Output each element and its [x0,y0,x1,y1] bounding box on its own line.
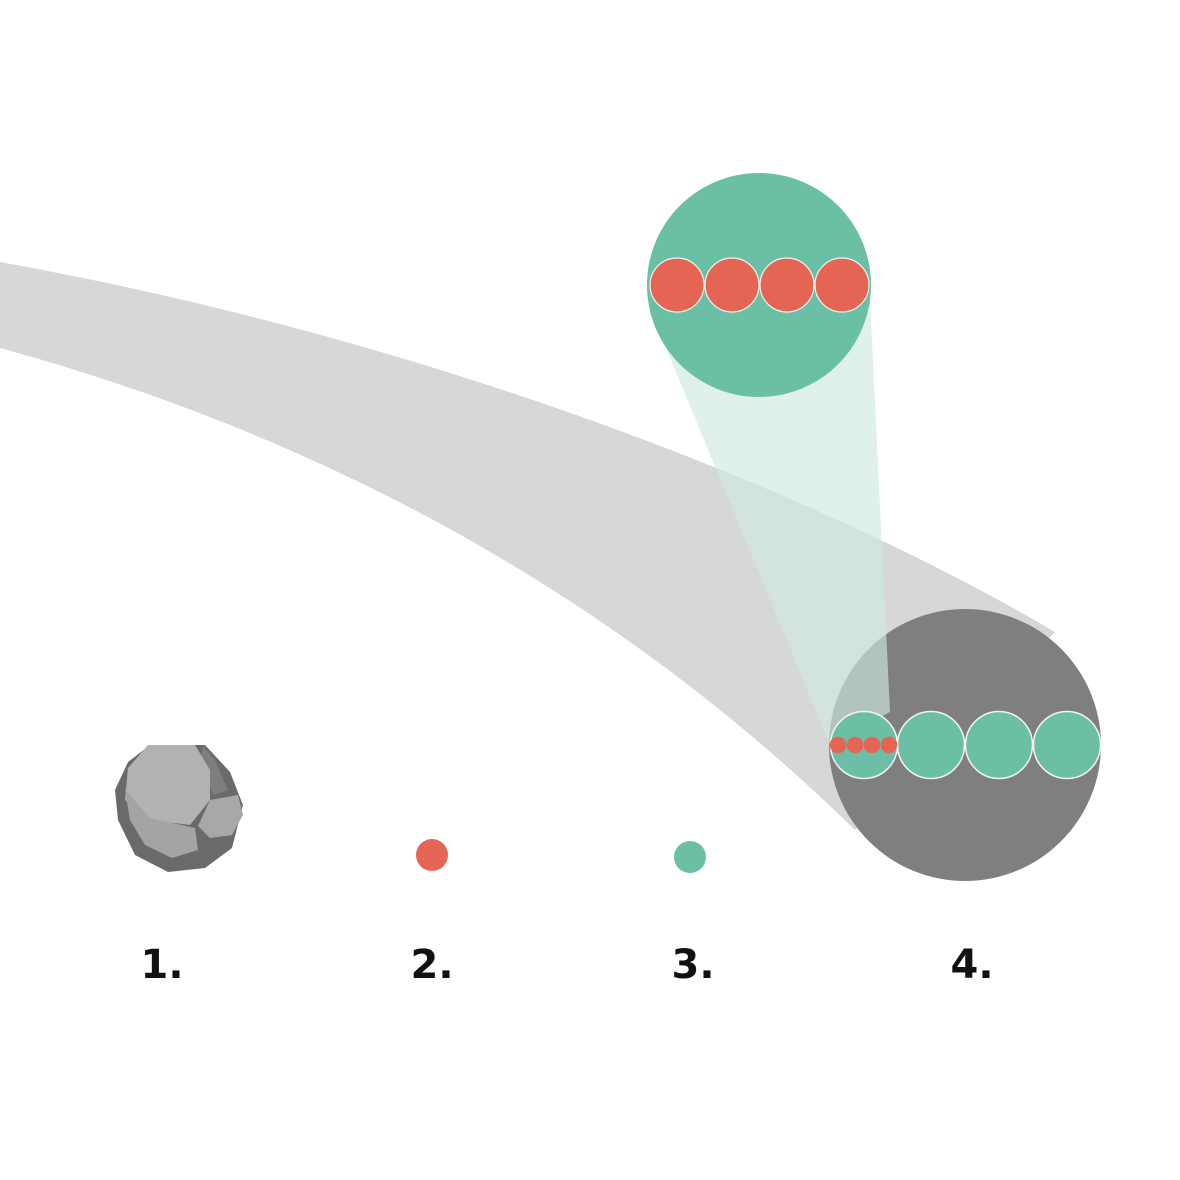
red-circle [863,736,881,754]
green-circle [964,710,1034,780]
zoomed-red-circles [649,257,870,313]
trajectory-band [0,262,1055,830]
red-dot [416,839,448,871]
label-3: 3. [671,942,715,988]
label-4: 4. [950,942,994,988]
red-circle [759,257,815,313]
green-dot [674,841,706,873]
green-circle [1032,710,1102,780]
label-1: 1. [140,942,184,988]
red-circle [814,257,870,313]
red-circle [829,736,847,754]
green-circle-row [829,710,1102,780]
red-circle [880,736,898,754]
red-circle [846,736,864,754]
magnification-beam [666,300,890,745]
label-2: 2. [410,942,454,988]
rock-icon [115,745,243,872]
red-circle [649,257,705,313]
green-circle [896,710,966,780]
small-red-circle-row [829,736,898,754]
red-circle [704,257,760,313]
